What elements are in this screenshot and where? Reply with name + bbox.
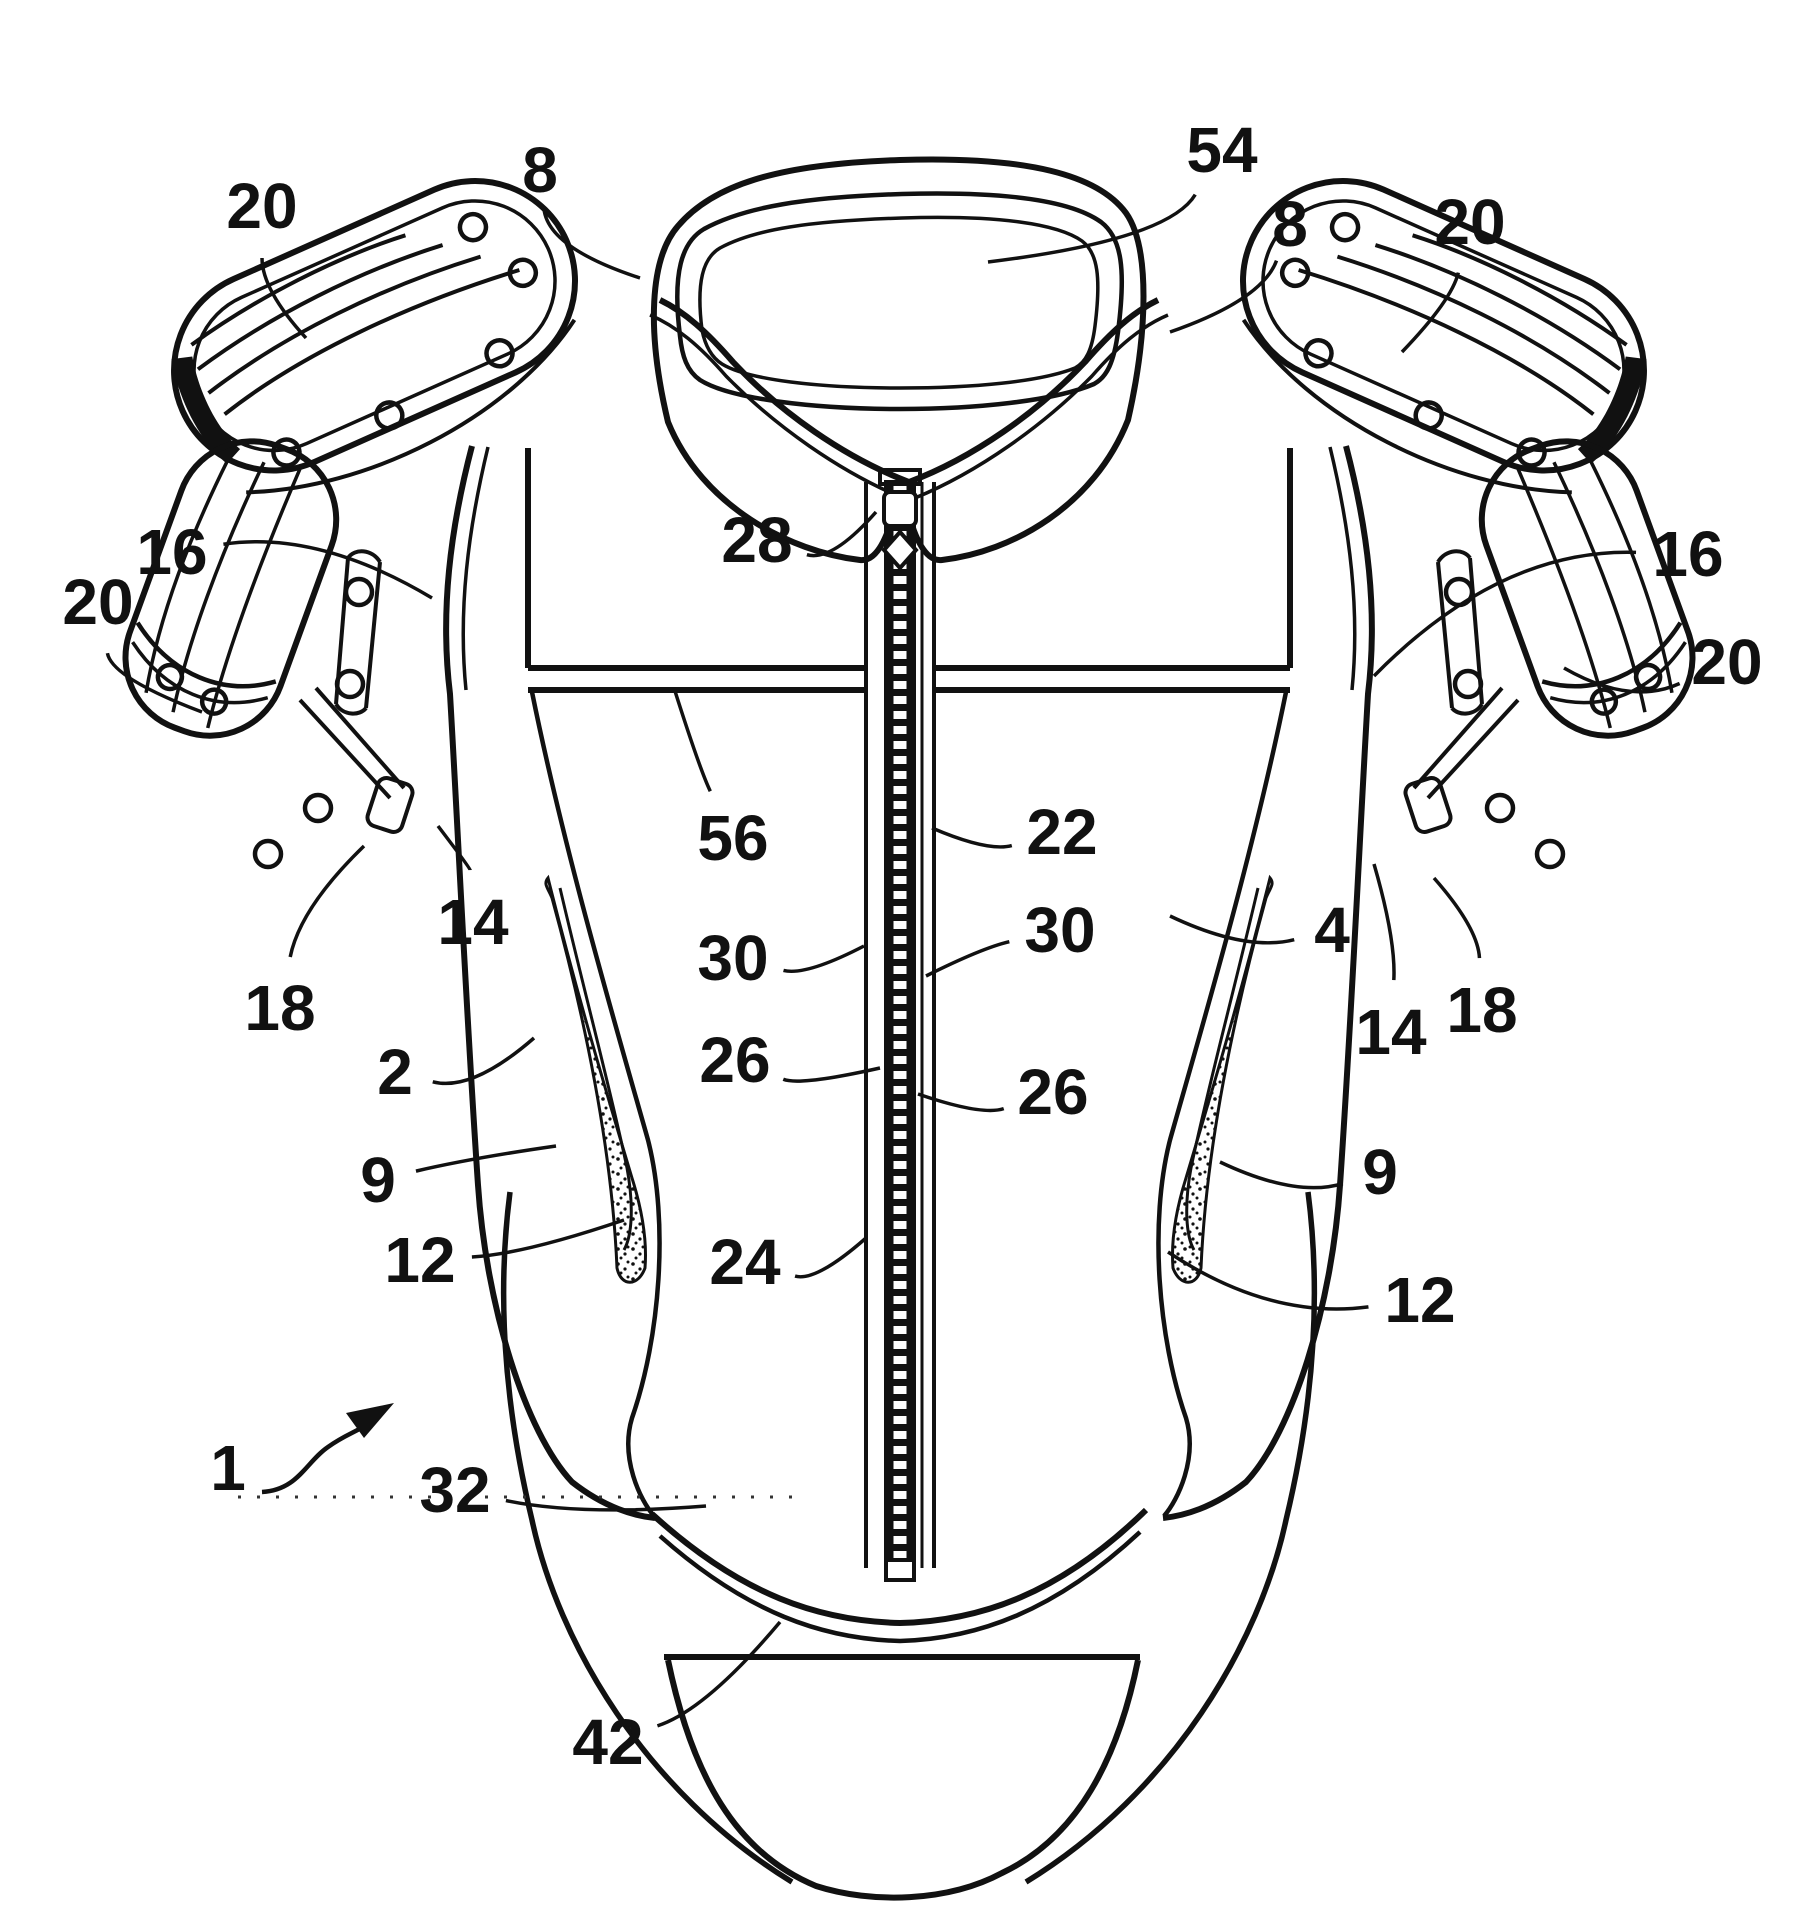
ref-label-32-27: 32 [419, 1454, 490, 1526]
leader-line-12-24 [471, 1218, 625, 1259]
groin-flap [665, 1659, 1141, 1901]
ref-label-12-24: 12 [384, 1224, 455, 1296]
ref-label-30-13: 30 [1024, 894, 1095, 966]
hem-band [649, 1507, 1149, 1660]
leader-line-16-5 [223, 540, 433, 600]
leader-line-20-4 [1400, 272, 1461, 354]
zipper [864, 468, 936, 1582]
leader-line-9-25 [1219, 1160, 1344, 1190]
zipper-bottom-stop [884, 1558, 916, 1582]
leader-line-18-20 [288, 844, 366, 958]
leader-line-16-7 [1372, 550, 1637, 678]
ref-label-22-11: 22 [1026, 796, 1097, 868]
ref-label-42-28: 42 [572, 1706, 643, 1778]
leader-line-32-27 [505, 1498, 707, 1512]
ref-label-20-8: 20 [1691, 626, 1762, 698]
chest-seam-band [528, 665, 1290, 693]
leader-line-28-9 [806, 510, 878, 558]
leader-line-42-28 [656, 1620, 782, 1728]
leader-line-26-15 [917, 1092, 1005, 1113]
leader-line-30-13 [925, 939, 1010, 978]
leader-line-14-19 [436, 824, 472, 871]
ref-label-12-26: 12 [1384, 1264, 1455, 1336]
ref-label-16-7: 16 [1652, 518, 1723, 590]
ref-label-4-17: 4 [1314, 894, 1350, 966]
leader-line-54-1 [987, 193, 1197, 264]
leader-line-2-18 [432, 1036, 536, 1086]
leader-line-4-17 [1169, 914, 1295, 945]
ref-label-20-6: 20 [62, 566, 133, 638]
ref-label-18-20: 18 [244, 972, 315, 1044]
ref-label-20-4: 20 [1434, 186, 1505, 258]
ref-label-28-9: 28 [721, 504, 792, 576]
leader-line-26-14 [782, 1066, 881, 1083]
zipper-slider [882, 490, 918, 528]
leader-line-22-11 [931, 826, 1013, 849]
garment [104, 149, 1714, 1901]
ref-label-8-0: 8 [522, 134, 558, 206]
leader-line-18-22 [1432, 876, 1482, 959]
leader-line-8-2 [1169, 259, 1279, 334]
ref-label-1-29: 1 [210, 1432, 246, 1504]
leader-line-24-16 [794, 1236, 868, 1279]
ref-label-18-22: 18 [1446, 974, 1517, 1046]
ref-label-14-21: 14 [1355, 996, 1427, 1068]
leader-line-56-10 [672, 687, 712, 792]
leader-line-20-3 [260, 257, 308, 340]
figure-pointer-arrow [261, 1403, 394, 1495]
leader-line-8-0 [542, 208, 641, 280]
ref-label-8-2: 8 [1272, 188, 1308, 260]
leader-line-20-8 [1563, 666, 1681, 694]
zipper-pull [881, 528, 919, 572]
right-shoulder-assembly [909, 149, 1714, 1882]
ref-label-20-3: 20 [226, 170, 297, 242]
ref-label-24-16: 24 [709, 1226, 781, 1298]
leader-line-20-6 [105, 652, 203, 714]
leader-line-30-12 [783, 944, 865, 973]
leader-line-12-26 [1167, 1250, 1369, 1311]
ref-label-26-14: 26 [699, 1024, 770, 1096]
leader-line-14-21 [1372, 863, 1396, 981]
collar [650, 156, 1147, 564]
ref-label-16-5: 16 [136, 516, 207, 588]
ref-label-9-25: 9 [1362, 1136, 1398, 1208]
ref-label-26-15: 26 [1017, 1056, 1088, 1128]
ref-label-56-10: 56 [697, 802, 768, 874]
left-shoulder-assembly [104, 149, 909, 1882]
ref-label-9-23: 9 [360, 1144, 396, 1216]
ref-label-2-18: 2 [377, 1036, 413, 1108]
leader-line-9-23 [415, 1144, 557, 1173]
ref-label-14-19: 14 [437, 886, 509, 958]
ref-label-30-12: 30 [697, 922, 768, 994]
ref-label-54-1: 54 [1186, 114, 1258, 186]
